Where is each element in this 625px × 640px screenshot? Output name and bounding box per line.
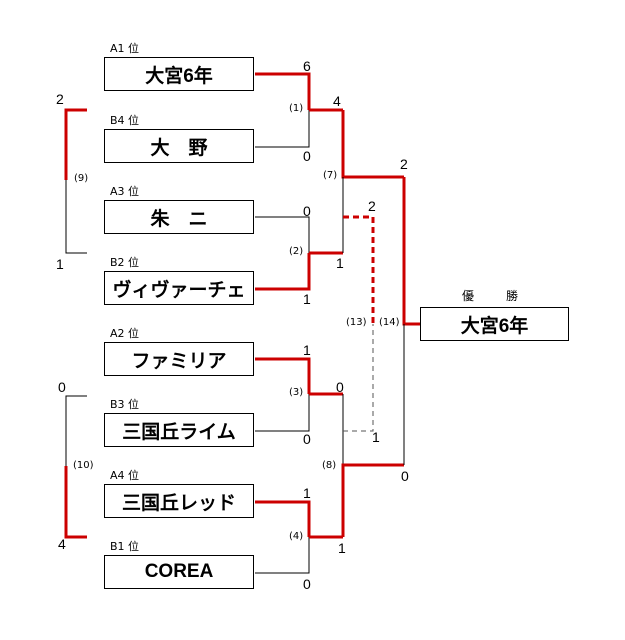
champion-name: 大宮6年 xyxy=(460,315,529,337)
team-box: ヴィヴァーチェ xyxy=(104,271,254,305)
match-2-score-bottom: 1 xyxy=(303,291,311,307)
team-2-seed: B4 位 xyxy=(110,114,140,127)
match-4-winner-line xyxy=(255,500,311,537)
match-4-score-top: 1 xyxy=(303,485,311,501)
match-10-winner-line xyxy=(64,466,87,539)
match-10-loser-line xyxy=(65,395,87,466)
match-4-score-bottom: 0 xyxy=(303,576,311,592)
match-9-label: (9) xyxy=(74,173,89,184)
match-10-score-bottom: 4 xyxy=(58,536,66,552)
team-box: 朱 ニ xyxy=(104,200,254,234)
match-7-score-bottom: 1 xyxy=(336,255,344,271)
match-7-label: (7) xyxy=(323,170,338,181)
match-4-loser-line xyxy=(255,537,310,574)
team-6-name: 三国丘ライム xyxy=(122,421,236,443)
team-box: 三国丘ライム xyxy=(104,413,254,447)
match-8-lines xyxy=(341,394,404,537)
match-7-winner-line xyxy=(341,110,404,179)
team-7-seed: A4 位 xyxy=(110,469,140,482)
match-3-lines xyxy=(255,357,343,432)
match-2-label: (2) xyxy=(289,246,304,257)
match-7-lines xyxy=(341,110,404,253)
match-8-label: (8) xyxy=(322,460,337,471)
match-13-loser-line xyxy=(343,324,374,432)
champion-label: 優 勝 xyxy=(461,289,528,303)
match-2-score-top: 0 xyxy=(303,203,311,219)
team-5-name: ファミリア xyxy=(131,350,227,372)
match-8-score-bottom: 1 xyxy=(338,540,346,556)
match-1-loser-line xyxy=(255,110,310,148)
match-3-winner-line xyxy=(255,357,311,394)
team-8-seed: B1 位 xyxy=(110,540,140,553)
team-box: 三国丘レッド xyxy=(104,484,254,518)
match-2-winner-line xyxy=(255,253,311,291)
match-1-winner-line xyxy=(255,72,311,110)
match-8-score-top: 0 xyxy=(336,379,344,395)
match-14-lines xyxy=(402,177,420,465)
match-3-score-top: 1 xyxy=(303,342,311,358)
match-3-score-bottom: 0 xyxy=(303,431,311,447)
match-9-score-top: 2 xyxy=(56,91,64,107)
team-box: 大宮6年 xyxy=(104,57,254,91)
team-1-name: 大宮6年 xyxy=(145,65,213,87)
match-3-loser-line xyxy=(255,394,310,432)
match-10-lines xyxy=(64,395,87,539)
match-14-label: (14) xyxy=(379,317,400,328)
team-3-name: 朱 ニ xyxy=(150,208,208,230)
match-3-label: (3) xyxy=(289,387,304,398)
match-9-winner-line xyxy=(64,108,87,180)
team-2-name: 大 野 xyxy=(150,137,208,159)
team-box: COREA xyxy=(104,555,254,589)
champion-box: 大宮6年 xyxy=(420,307,569,341)
team-1-seed: A1 位 xyxy=(110,42,140,55)
match-1-lines xyxy=(255,72,343,148)
team-4-name: ヴィヴァーチェ xyxy=(112,279,246,301)
match-14-winner-line xyxy=(402,177,420,326)
match-4-label: (4) xyxy=(289,531,304,542)
team-8-name: COREA xyxy=(144,561,214,582)
match-14-score-top: 2 xyxy=(400,156,408,172)
team-7-name: 三国丘レッド xyxy=(121,492,236,514)
match-10-score-top: 0 xyxy=(58,379,66,395)
match-13-label: (13) xyxy=(346,317,367,328)
match-9-lines xyxy=(64,108,87,254)
match-7-score-top: 4 xyxy=(333,93,341,109)
match-13-score-bottom: 1 xyxy=(372,429,380,445)
match-10-label: (10) xyxy=(73,460,94,471)
team-4-seed: B2 位 xyxy=(110,256,140,269)
match-13-winner-line xyxy=(343,215,375,324)
match-9-loser-line xyxy=(65,180,87,254)
match-8-winner-line xyxy=(341,463,404,537)
team-5-seed: A2 位 xyxy=(110,327,140,340)
team-box: ファミリア xyxy=(104,342,254,376)
match-2-lines xyxy=(255,216,343,291)
team-box: 大 野 xyxy=(104,129,254,163)
match-1-label: (1) xyxy=(289,103,304,114)
match-1-score-bottom: 0 xyxy=(303,148,311,164)
match-14-score-bottom: 0 xyxy=(401,468,409,484)
match-13-lines xyxy=(343,215,375,432)
match-4-lines xyxy=(255,500,343,574)
match-9-score-bottom: 1 xyxy=(56,256,64,272)
team-6-seed: B3 位 xyxy=(110,398,140,411)
team-3-seed: A3 位 xyxy=(110,185,140,198)
match-13-score-top: 2 xyxy=(368,198,376,214)
match-1-score-top: 6 xyxy=(303,58,311,74)
match-2-loser-line xyxy=(255,216,310,253)
